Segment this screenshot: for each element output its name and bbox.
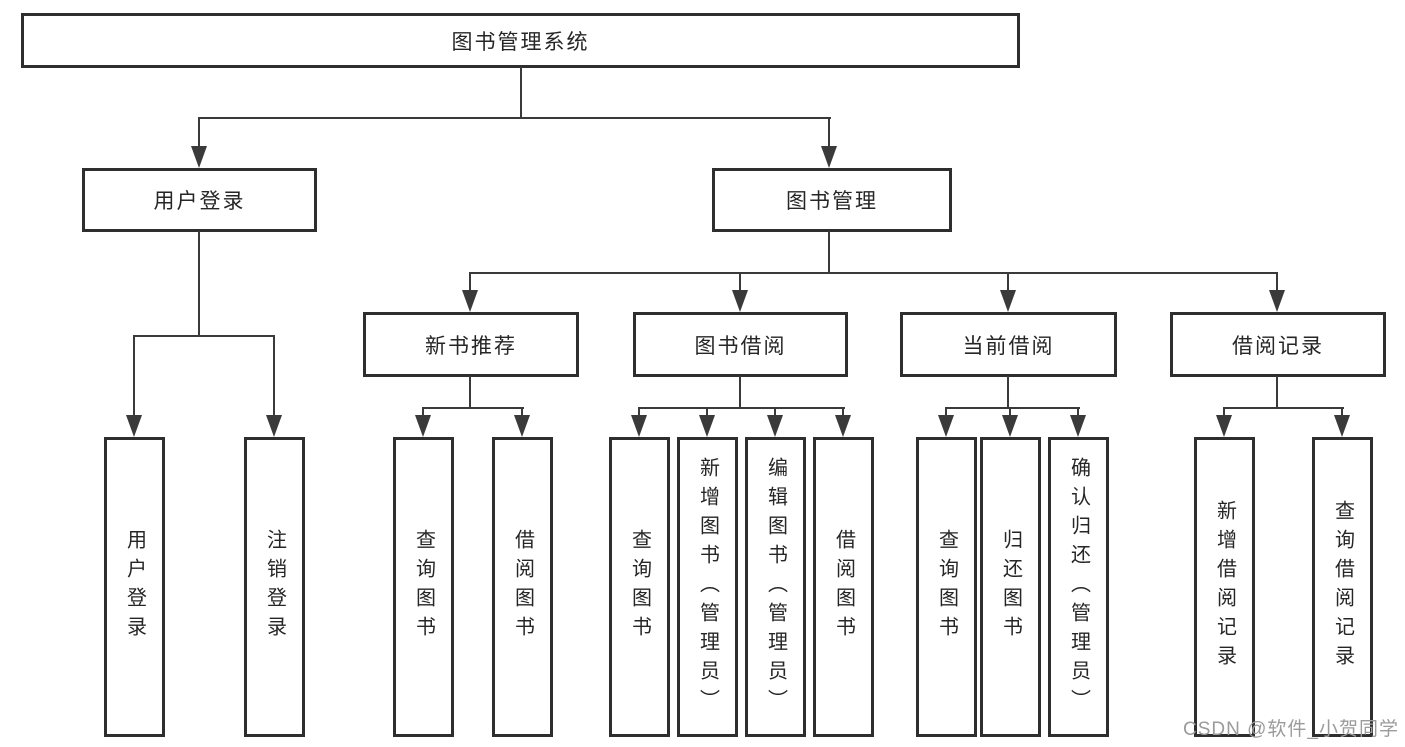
connector-new-book-recommend-stem (469, 376, 471, 408)
arrowhead-to-user-login (191, 146, 207, 168)
leaf-br-query-record-label: 查询借阅记录 (1331, 500, 1354, 674)
node-new-book-recommend: 新书推荐 (363, 312, 579, 377)
node-book-borrow: 图书借阅 (633, 312, 848, 377)
arrowhead-to-book-management (821, 146, 837, 168)
node-book-management-label: 图书管理 (786, 190, 878, 213)
leaf-rec-query-book-label: 查询图书 (412, 529, 435, 645)
arrowhead-to-book-borrow (732, 290, 748, 312)
connector-borrow-records-bar (1223, 407, 1344, 409)
connector-to-cb-return-book (1009, 407, 1011, 417)
connector-user-login-bar (133, 335, 275, 337)
arrowhead-to-leaf-logout (266, 415, 282, 437)
leaf-cb-confirm-return-label: 确认归还（管理员） (1067, 456, 1090, 718)
arrowhead-to-current-borrow (1000, 290, 1016, 312)
leaf-cb-query-book-label: 查询图书 (935, 529, 958, 645)
leaf-bb-edit-book-label: 编辑图书（管理员） (764, 456, 787, 718)
leaf-bb-add-book-label: 新增图书（管理员） (696, 456, 719, 718)
node-user-login: 用户登录 (82, 168, 317, 232)
leaf-bb-borrow-book: 借阅图书 (813, 437, 874, 737)
leaf-user-login: 用户登录 (104, 437, 165, 737)
leaf-logout: 注销登录 (244, 437, 305, 737)
leaf-rec-query-book: 查询图书 (393, 437, 454, 737)
leaf-cb-query-book: 查询图书 (916, 437, 977, 737)
watermark: CSDN @软件_小贺同学 (1183, 719, 1399, 740)
node-book-management: 图书管理 (712, 168, 952, 232)
leaf-user-login-label: 用户登录 (123, 529, 146, 645)
leaf-bb-borrow-book-label: 借阅图书 (832, 529, 855, 645)
leaf-cb-return-book: 归还图书 (980, 437, 1041, 737)
node-root: 图书管理系统 (21, 13, 1020, 68)
connector-current-borrow-stem (1007, 376, 1009, 408)
connector-borrow-records-stem (1276, 376, 1278, 408)
connector-root-bar (198, 117, 831, 119)
connector-to-leaf-logout (273, 335, 275, 416)
leaf-br-add-record: 新增借阅记录 (1194, 437, 1255, 737)
connector-to-bb-borrow-book (842, 407, 844, 417)
connector-root-stem (520, 67, 522, 118)
arrowhead-to-borrow-records (1269, 290, 1285, 312)
connector-to-cb-confirm-return (1077, 407, 1079, 417)
arrowhead-to-new-book-recommend (462, 290, 478, 312)
connector-to-user-login (198, 117, 200, 147)
leaf-cb-return-book-label: 归还图书 (999, 529, 1022, 645)
leaf-rec-borrow-book-label: 借阅图书 (511, 529, 534, 645)
connector-to-current-borrow (1007, 272, 1009, 291)
leaf-bb-add-book: 新增图书（管理员） (677, 437, 738, 737)
arrowhead-to-bb-borrow-book (835, 415, 851, 437)
node-borrow-records-label: 借阅记录 (1232, 334, 1324, 358)
node-current-borrow: 当前借阅 (900, 312, 1117, 377)
arrowhead-to-cb-confirm-return (1070, 415, 1086, 437)
node-root-label: 图书管理系统 (451, 30, 590, 54)
leaf-bb-edit-book: 编辑图书（管理员） (745, 437, 806, 737)
node-current-borrow-label: 当前借阅 (962, 334, 1055, 358)
connector-to-br-add-record (1223, 407, 1225, 417)
arrowhead-to-leaf-user-login (126, 415, 142, 437)
connector-book-borrow-stem (739, 376, 741, 408)
node-borrow-records: 借阅记录 (1170, 312, 1386, 377)
connector-to-rec-query-book (422, 407, 424, 417)
connector-to-bb-add-book (706, 407, 708, 417)
arrowhead-to-br-add-record (1216, 415, 1232, 437)
connector-to-borrow-records (1276, 272, 1278, 291)
leaf-logout-label: 注销登录 (263, 529, 286, 645)
connector-to-rec-borrow-book (521, 407, 523, 417)
arrowhead-to-rec-borrow-book (514, 415, 530, 437)
node-book-borrow-label: 图书借阅 (694, 334, 787, 358)
connector-book-management-stem (828, 231, 830, 273)
connector-current-borrow-bar (945, 407, 1080, 409)
connector-to-leaf-user-login (133, 335, 135, 416)
leaf-br-add-record-label: 新增借阅记录 (1213, 500, 1236, 674)
node-user-login-label: 用户登录 (153, 190, 246, 213)
connector-book-management-bar (469, 272, 1278, 274)
connector-book-borrow-bar (638, 407, 845, 409)
leaf-rec-borrow-book: 借阅图书 (492, 437, 553, 737)
leaf-bb-query-book-label: 查询图书 (628, 529, 651, 645)
arrowhead-to-cb-return-book (1002, 415, 1018, 437)
connector-user-login-stem (198, 231, 200, 336)
connector-to-new-book-recommend (469, 272, 471, 291)
arrowhead-to-bb-query-book (631, 415, 647, 437)
connector-to-br-query-record (1341, 407, 1343, 417)
arrowhead-to-bb-edit-book (767, 415, 783, 437)
connector-to-bb-edit-book (774, 407, 776, 417)
arrowhead-to-cb-query-book (938, 415, 954, 437)
connector-new-book-recommend-bar (422, 407, 524, 409)
node-new-book-recommend-label: 新书推荐 (425, 334, 517, 358)
connector-to-book-borrow (739, 272, 741, 291)
leaf-br-query-record: 查询借阅记录 (1312, 437, 1373, 737)
connector-to-book-management (828, 117, 830, 147)
arrowhead-to-bb-add-book (699, 415, 715, 437)
arrowhead-to-rec-query-book (415, 415, 431, 437)
leaf-cb-confirm-return: 确认归还（管理员） (1048, 437, 1109, 737)
connector-to-bb-query-book (638, 407, 640, 417)
leaf-bb-query-book: 查询图书 (609, 437, 670, 737)
connector-to-cb-query-book (945, 407, 947, 417)
arrowhead-to-br-query-record (1334, 415, 1350, 437)
